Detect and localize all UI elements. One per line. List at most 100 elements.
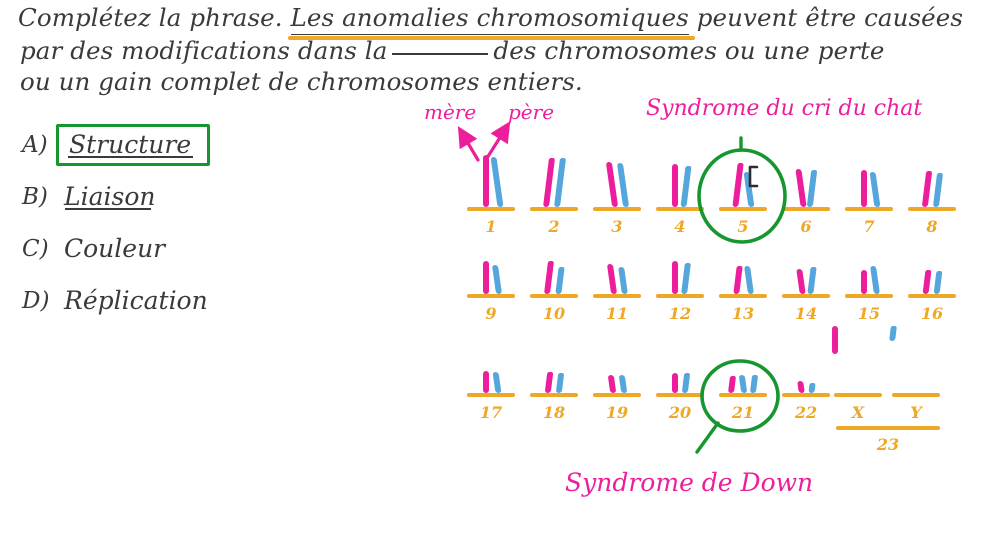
pair-baseline xyxy=(593,294,641,298)
pair-number-label: 19 xyxy=(605,403,629,422)
paternal-chromosome xyxy=(933,271,942,294)
chromosome-group xyxy=(591,145,643,207)
chromosome-group xyxy=(717,331,769,393)
chromosome-pair-6: 6 xyxy=(780,140,832,236)
option-a-letter: A) xyxy=(22,132,48,158)
maternal-chromosome xyxy=(606,264,617,294)
maternal-chromosome xyxy=(732,266,743,294)
chromosome-group xyxy=(465,145,517,207)
chromosome-group xyxy=(528,331,580,393)
option-b-letter: B) xyxy=(22,184,48,210)
option-b-text: Liaison xyxy=(64,182,156,211)
pair-baseline xyxy=(892,393,940,397)
chromosome-group xyxy=(906,145,958,207)
question-line-1-suffix: peuvent être causées xyxy=(688,3,964,32)
option-b[interactable]: B) Liaison xyxy=(22,172,352,222)
chromosome-pair-17: 17 xyxy=(465,326,517,422)
paternal-chromosome xyxy=(489,157,504,207)
paternal-chromosome xyxy=(553,158,566,207)
down-syndrome-label: Syndrome de Down xyxy=(565,468,814,497)
option-d[interactable]: D) Réplication xyxy=(22,276,352,326)
maternal-chromosome xyxy=(607,375,616,393)
question-line-2-before-blank: par des modifications dans la xyxy=(20,36,388,65)
option-a-underline xyxy=(68,156,194,158)
option-d-text: Réplication xyxy=(64,286,208,315)
pair-baseline xyxy=(719,393,767,397)
pair-number-label: 11 xyxy=(605,304,629,323)
option-a-text: Structure xyxy=(69,130,192,159)
pair-baseline xyxy=(782,393,830,397)
pair-number-label: 15 xyxy=(857,304,881,323)
pair-baseline xyxy=(467,393,515,397)
paternal-chromosome xyxy=(869,172,880,207)
chromosome-group xyxy=(780,232,832,294)
paternal-chromosome xyxy=(618,375,627,393)
cri-du-chat-label: Syndrome du cri du chat xyxy=(646,96,923,121)
pair-baseline xyxy=(908,207,956,211)
pair-baseline xyxy=(845,294,893,298)
pair-number-label: 9 xyxy=(485,304,497,323)
maternal-chromosome xyxy=(671,261,678,294)
chromosome-pair-4: 4 xyxy=(654,140,706,236)
maternal-chromosome xyxy=(860,270,867,294)
maternal-chromosome xyxy=(482,155,489,207)
pair-number-label: 20 xyxy=(668,403,692,422)
pair-baseline xyxy=(834,393,882,397)
pair-number-label: 3 xyxy=(611,217,623,236)
maternal-chromosome xyxy=(542,158,555,207)
paternal-chromosome xyxy=(491,265,502,294)
maternal-chromosome xyxy=(832,326,838,354)
pair-number-label: 8 xyxy=(926,217,938,236)
paternal-chromosome xyxy=(617,267,628,294)
question-key-phrase: Les anomalies chromosomiques xyxy=(287,2,696,40)
pair-number-label: 21 xyxy=(731,403,755,422)
chromosome-pair-3: 3 xyxy=(591,140,643,236)
chromosome-pair-22: 22 xyxy=(780,326,832,422)
question-line-2-after-blank: des chromosomes ou une perte xyxy=(493,36,885,65)
chromosome-pair-21: 21 xyxy=(717,326,769,422)
pair-number-label: 10 xyxy=(542,304,566,323)
question-line-1: Complétez la phrase. Les anomalies chrom… xyxy=(18,2,978,40)
chromosome-pair-10: 10 xyxy=(528,227,580,323)
chromosome-pair-11: 11 xyxy=(591,227,643,323)
chromosome-pair-9: 9 xyxy=(465,227,517,323)
chromosome-pair-1: 1 xyxy=(465,140,517,236)
paternal-chromosome xyxy=(679,166,692,207)
chromosome-group xyxy=(843,145,895,207)
option-a-label: Structure xyxy=(56,124,211,166)
chromosome-group xyxy=(591,232,643,294)
chromosome-pair-14: 14 xyxy=(780,227,832,323)
option-d-label: Réplication xyxy=(56,283,218,319)
sex-chromosome-group: X Y 23 xyxy=(832,326,950,454)
pair-number-label: 14 xyxy=(794,304,818,323)
answer-blank xyxy=(392,53,489,55)
pair-number-label: 6 xyxy=(800,217,812,236)
chromosome-group xyxy=(654,331,706,393)
chromosome-pair-20: 20 xyxy=(654,326,706,422)
paternal-chromosome xyxy=(743,172,754,207)
chromosome-pair-18: 18 xyxy=(528,326,580,422)
pair-number-label: 12 xyxy=(668,304,692,323)
pair-baseline xyxy=(467,207,515,211)
chromosome-group xyxy=(780,145,832,207)
chromosome-pair-x: X xyxy=(832,326,884,422)
option-a[interactable]: A) Structure xyxy=(22,120,352,170)
option-c[interactable]: C) Couleur xyxy=(22,224,352,274)
pair-baseline xyxy=(656,393,704,397)
paternal-chromosome xyxy=(806,267,817,294)
chromosome-group xyxy=(591,331,643,393)
chromosome-pair-15: 15 xyxy=(843,227,895,323)
pair-number-label: 22 xyxy=(794,403,818,422)
chromosome-group xyxy=(654,145,706,207)
paternal-chromosome xyxy=(738,375,748,393)
option-c-text: Couleur xyxy=(64,234,166,263)
maternal-chromosome xyxy=(671,164,678,207)
sex-chromosome-label: Y xyxy=(910,403,922,422)
paternal-chromosome xyxy=(889,326,897,341)
maternal-chromosome xyxy=(922,270,931,294)
pair-baseline xyxy=(530,294,578,298)
maternal-chromosome xyxy=(482,261,489,294)
